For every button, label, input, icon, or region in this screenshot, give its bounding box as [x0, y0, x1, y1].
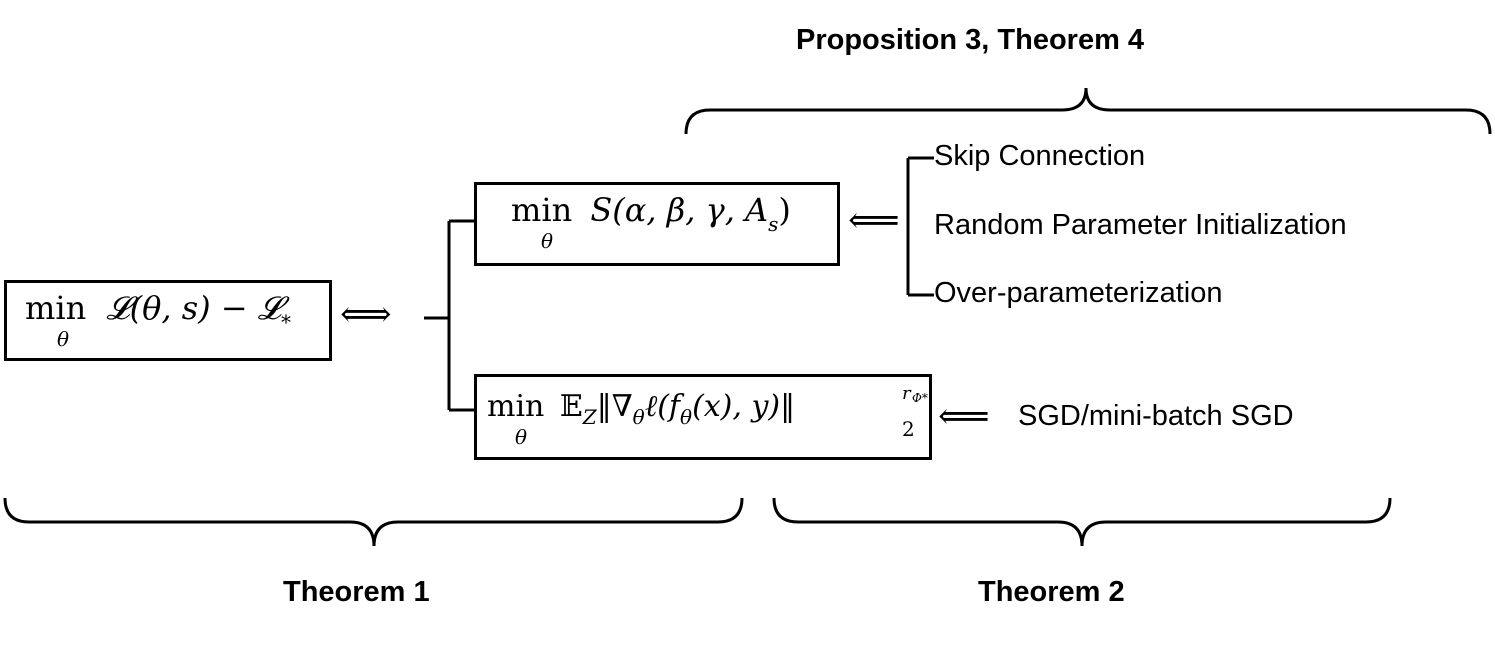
norm-subscript: 2: [902, 417, 915, 441]
main-objective-formula: min θ 𝓛(θ, s) − 𝓛*: [25, 289, 291, 351]
smoothness-close: ): [778, 191, 791, 229]
norm-superscript-subscript: Φ*: [912, 391, 928, 405]
bottom-left-brace: [3, 497, 744, 547]
main-objective-box: min θ 𝓛(θ, s) − 𝓛*: [4, 280, 332, 361]
equivalence-arrow: ⟺: [340, 294, 392, 335]
sgd-label: SGD/mini-batch SGD: [1018, 400, 1294, 432]
smoothness-expression: S(α, β, γ, A: [590, 191, 769, 229]
min-operator: min: [511, 191, 573, 229]
implied-by-arrow-upper: ⟸: [848, 200, 900, 241]
expectation-symbol: 𝔼: [559, 389, 583, 424]
min-subscript: θ: [515, 425, 528, 449]
gradient-objective-box: min θ 𝔼Z‖∇θℓ(fθ(x), y)‖ 2 r Φ*: [474, 374, 932, 460]
gradient-subscript: θ: [632, 405, 645, 429]
expectation-subscript: Z: [582, 405, 597, 429]
bottom-left-brace-label: Theorem 1: [283, 576, 430, 608]
gradient-norm-close: (x), y)‖: [692, 389, 796, 424]
min-operator: min: [25, 289, 87, 327]
bottom-right-brace-label: Theorem 2: [978, 576, 1125, 608]
top-brace: [684, 87, 1492, 135]
gradient-norm-open: ‖∇: [596, 389, 633, 424]
technique-over-parameterization: Over-parameterization: [934, 277, 1223, 309]
bottom-right-brace: [772, 497, 1392, 547]
smoothness-objective-box: min θ S(α, β, γ, As): [474, 182, 840, 266]
loss-star: *: [281, 310, 292, 334]
implied-by-arrow-lower: ⟸: [938, 396, 990, 437]
min-subscript: θ: [541, 229, 554, 253]
loss-expression: 𝓛(θ, s) − 𝓛: [106, 289, 282, 327]
technique-random-init: Random Parameter Initialization: [934, 209, 1347, 241]
min-subscript: θ: [57, 327, 70, 351]
norm-superscript: r: [902, 383, 911, 404]
technique-skip-connection: Skip Connection: [934, 140, 1146, 172]
smoothness-formula: min θ S(α, β, γ, As): [511, 191, 791, 253]
smoothness-subscript: s: [768, 212, 779, 236]
model-subscript: θ: [680, 405, 693, 429]
gradient-formula: min θ 𝔼Z‖∇θℓ(fθ(x), y)‖: [487, 389, 796, 449]
min-operator: min: [487, 389, 545, 424]
top-brace-label: Proposition 3, Theorem 4: [796, 24, 1145, 56]
loss-function: ℓ(f: [644, 389, 681, 424]
